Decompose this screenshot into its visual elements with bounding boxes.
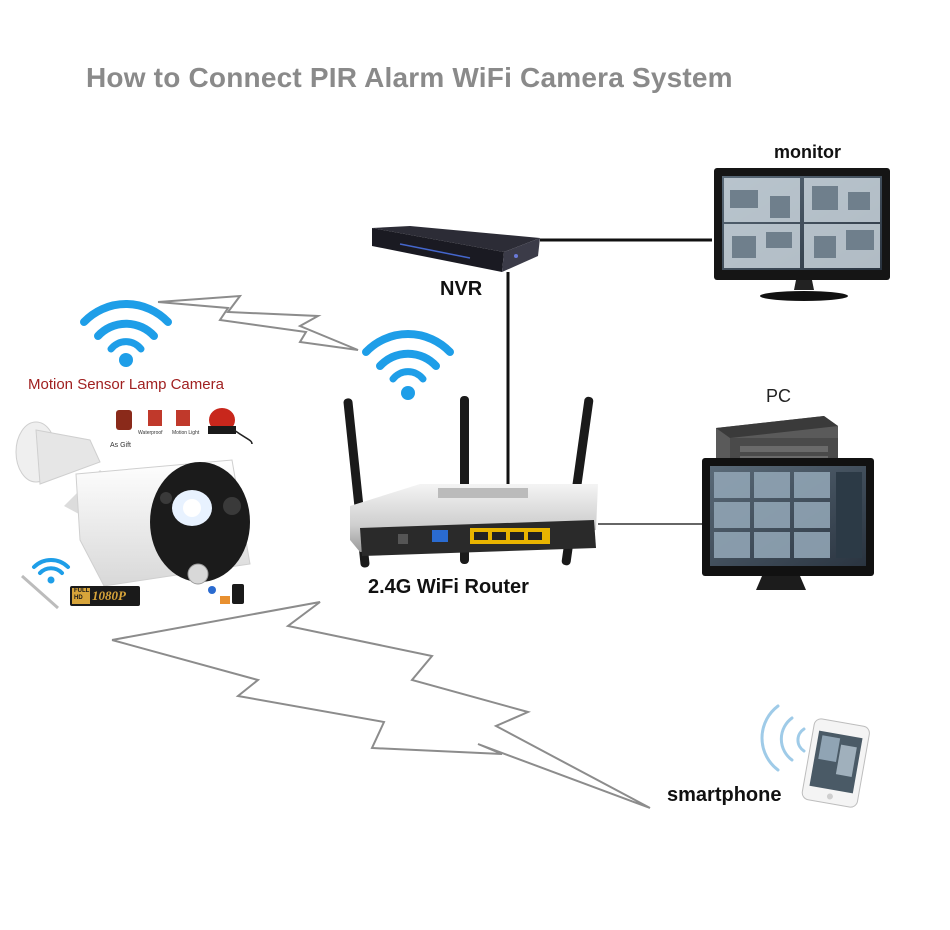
diagram-title: How to Connect PIR Alarm WiFi Camera Sys… xyxy=(86,62,733,93)
nvr-label: NVR xyxy=(440,278,483,300)
monitor-label: monitor xyxy=(774,142,841,162)
connection-lines xyxy=(506,238,712,484)
router-wifi-icon xyxy=(362,330,454,400)
waterproof-label: Waterproof xyxy=(138,430,163,436)
badge-hd: HD xyxy=(74,595,83,601)
router-label: 2.4G WiFi Router xyxy=(368,576,529,598)
badge-full: FULL xyxy=(74,588,90,594)
security-camera xyxy=(15,408,253,610)
nvr-device xyxy=(372,226,540,272)
small-wifi-icon xyxy=(32,557,70,584)
camera-wifi-icon xyxy=(80,300,172,367)
monitor-device xyxy=(714,168,890,301)
wireless-link-bolt-upper xyxy=(157,294,359,351)
pc-monitor xyxy=(702,458,874,590)
camera-title: Motion Sensor Lamp Camera xyxy=(28,376,224,393)
pc-label: PC xyxy=(766,386,792,406)
badge-full-text: FULL HD xyxy=(74,588,89,602)
smartphone-wifi-waves xyxy=(760,704,806,772)
gift-label: As Gift xyxy=(110,442,132,449)
badge-resolution: 1080P xyxy=(92,588,126,603)
router-device xyxy=(343,396,598,568)
smartphone-label: smartphone xyxy=(667,784,782,806)
smartphone-device xyxy=(801,718,870,808)
wireless-link-bolt-lower xyxy=(111,601,651,809)
motion-light-label: Motion Light xyxy=(172,430,200,436)
